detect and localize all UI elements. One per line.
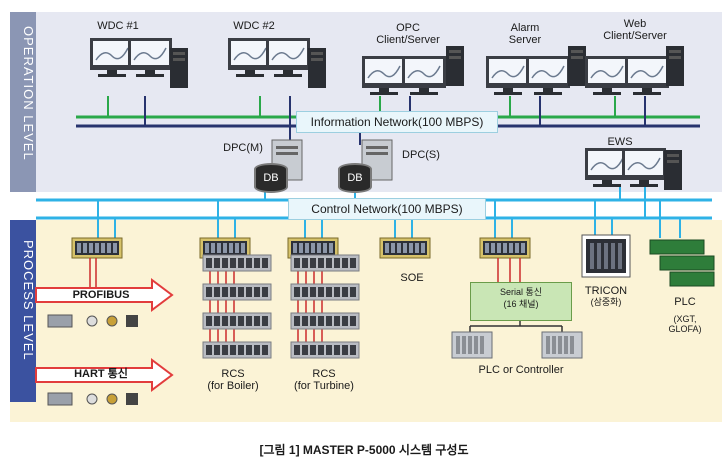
controller-chassis — [541, 331, 583, 359]
soe-label: SOE — [400, 272, 424, 284]
rcs-turbine-line2: (for Turbine) — [294, 380, 354, 392]
rcs-turbine-io-module — [290, 254, 360, 272]
ews-label: EWS — [607, 136, 633, 148]
operation-level-label: OPERATION LEVEL — [21, 26, 36, 161]
opc-workstation — [361, 46, 464, 96]
serial-comm-box: Serial 통신 (16 채널) — [470, 282, 572, 321]
controller-rack — [479, 237, 531, 259]
rcs-boiler-io-module — [202, 312, 272, 330]
hart-label: HART 통신 — [74, 368, 128, 380]
rcs-turbine-io-module — [290, 312, 360, 330]
rcs-turbine-line1: RCS — [312, 368, 336, 380]
rcs-boiler-label: RCS(for Boiler) — [198, 368, 268, 392]
serial-label-line2: (16 채널) — [503, 299, 539, 309]
plc-chassis — [451, 331, 493, 359]
dpc-m-label: DPC(M) — [223, 142, 263, 154]
wdc1-workstation — [89, 37, 188, 88]
information-network-label: Information Network(100 MBPS) — [296, 111, 498, 133]
plc-note: (XGT,GLOFA) — [660, 314, 710, 334]
wdc1-label: WDC #1 — [97, 20, 139, 32]
hart-field-devices — [47, 392, 139, 406]
rcs-turbine-label: RCS(for Turbine) — [286, 368, 362, 392]
profibus-field-devices — [47, 314, 139, 328]
rcs-turbine-io-module — [290, 283, 360, 301]
wdc2-workstation — [227, 37, 326, 88]
rcs-boiler-io-module — [202, 254, 272, 272]
control-network-label: Control Network(100 MBPS) — [288, 198, 486, 220]
plc-note-line1: (XGT, — [673, 314, 697, 324]
tricon-line2: (삼중화) — [590, 297, 622, 307]
rcs-boiler-io-module — [202, 341, 272, 359]
process-level-sidebar: PROCESS LEVEL — [10, 220, 36, 402]
opc-label-line1: OPC — [396, 22, 420, 34]
dpc-s-label: DPC(S) — [402, 149, 440, 161]
wdc2-label: WDC #2 — [233, 20, 275, 32]
alarm-label-line2: Server — [508, 34, 542, 46]
db-s-icon: DB — [338, 163, 372, 193]
opc-label-line2: Client/Server — [376, 34, 440, 46]
operation-level-sidebar: OPERATION LEVEL — [10, 12, 36, 192]
controller-rack — [379, 237, 431, 259]
web-label-line1: Web — [623, 18, 647, 30]
plc-or-controller-label: PLC or Controller — [478, 364, 564, 376]
serial-label-line1: Serial 통신 — [499, 287, 543, 297]
process-level-label: PROCESS LEVEL — [21, 240, 36, 361]
controller-rack — [71, 237, 123, 259]
tricon-line1: TRICON — [584, 285, 628, 297]
plc-stack — [649, 239, 715, 287]
plc-label: PLC — [674, 296, 696, 308]
db-m-icon: DB — [254, 163, 288, 193]
profibus-label: PROFIBUS — [72, 289, 130, 301]
dpc-s-server — [361, 139, 393, 181]
alarm-server-workstation — [485, 46, 586, 96]
hart-arrow — [35, 358, 174, 392]
ews-workstation — [584, 147, 682, 190]
profibus-arrow — [35, 278, 174, 312]
figure-caption: [그림 1] MASTER P-5000 시스템 구성도 — [259, 443, 469, 457]
tricon-unit — [581, 234, 631, 278]
alarm-label-line1: Alarm — [510, 22, 540, 34]
web-label-line2: Client/Server — [603, 30, 667, 42]
plc-note-line2: GLOFA) — [668, 324, 702, 334]
web-workstation — [584, 46, 684, 96]
rcs-boiler-line2: (for Boiler) — [207, 380, 259, 392]
rcs-boiler-io-module — [202, 283, 272, 301]
rcs-boiler-line1: RCS — [221, 368, 245, 380]
rcs-turbine-io-module — [290, 341, 360, 359]
tricon-label: TRICON(삼중화) — [574, 285, 638, 307]
